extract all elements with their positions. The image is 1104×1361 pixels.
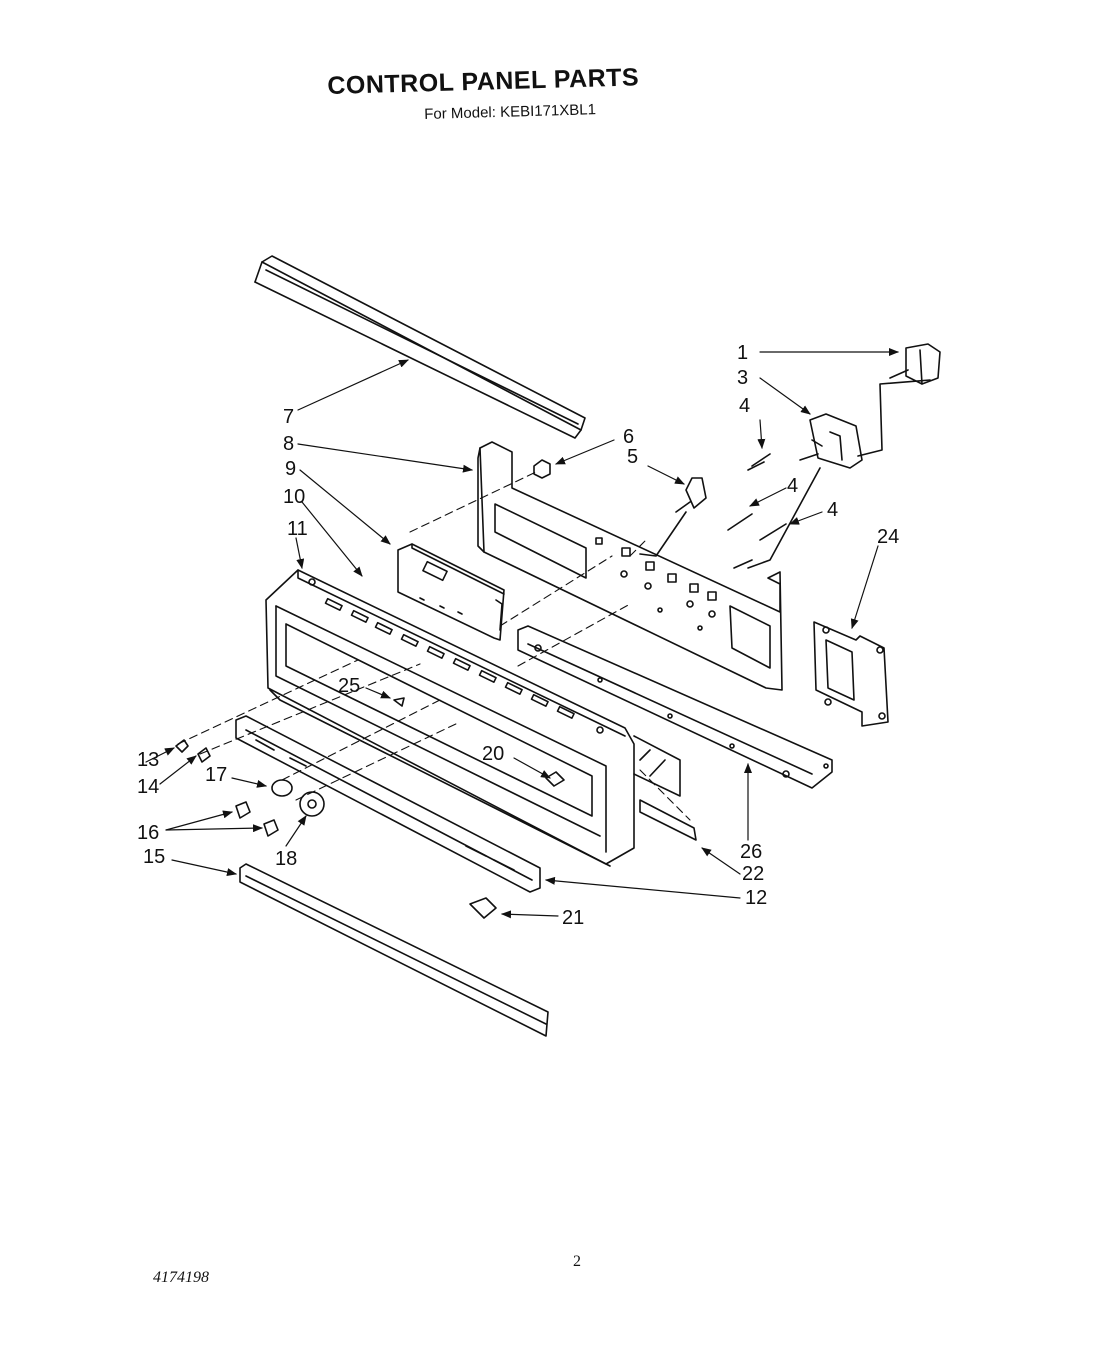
- page-number: 2: [573, 1253, 581, 1270]
- callout-4: 4: [827, 499, 838, 521]
- callout-24: 24: [877, 526, 899, 548]
- callout-9: 9: [285, 458, 296, 480]
- part-5-connector: [639, 477, 707, 557]
- part-7-top-trim: [254, 255, 586, 439]
- callout-22: 22: [742, 863, 764, 885]
- callout-11: 11: [287, 518, 308, 540]
- part-3-potentiometer: [747, 413, 863, 569]
- callout-20: 20: [482, 743, 504, 765]
- part-9-display-board: [397, 543, 505, 641]
- callout-15: 15: [143, 846, 165, 868]
- part-4-posts: [727, 453, 787, 569]
- callout-14: 14: [137, 776, 159, 798]
- part-26-support-rail: [517, 625, 833, 789]
- callout-25: 25: [338, 675, 360, 697]
- callout-6: 6: [623, 426, 634, 448]
- callout-21: 21: [562, 907, 584, 929]
- document-number: 4174198: [153, 1269, 209, 1286]
- callout-4: 4: [739, 395, 750, 417]
- callout-16: 16: [137, 822, 159, 844]
- callout-13: 13: [137, 749, 159, 771]
- callout-1: 1: [737, 342, 748, 364]
- alignment-lines: [177, 471, 691, 821]
- callout-17: 17: [205, 764, 227, 786]
- part-15-bottom-trim: [239, 863, 549, 1037]
- part-12-vent-strip: [235, 715, 541, 893]
- part-6-nut: [533, 459, 551, 479]
- leader-lines: [145, 348, 899, 919]
- callout-8: 8: [283, 433, 294, 455]
- part-8-mounting-bracket: [477, 441, 783, 691]
- callout-labels: 1 3 4 4 4 5 6 7 8 9 10 11 12 13 14 15 16…: [137, 342, 899, 929]
- part-1-switch: [857, 343, 941, 457]
- callout-26: 26: [740, 841, 762, 863]
- part-22-lower-rail: [639, 799, 697, 841]
- callout-5: 5: [627, 446, 638, 468]
- callout-18: 18: [275, 848, 297, 870]
- callout-3: 3: [737, 367, 748, 389]
- part-11-control-housing: [265, 569, 635, 867]
- part-24-side-bracket: [813, 621, 889, 727]
- callout-12: 12: [745, 887, 767, 909]
- callout-10: 10: [283, 486, 305, 508]
- display-glass: [633, 735, 681, 797]
- callout-7: 7: [283, 406, 294, 428]
- callout-4: 4: [787, 475, 798, 497]
